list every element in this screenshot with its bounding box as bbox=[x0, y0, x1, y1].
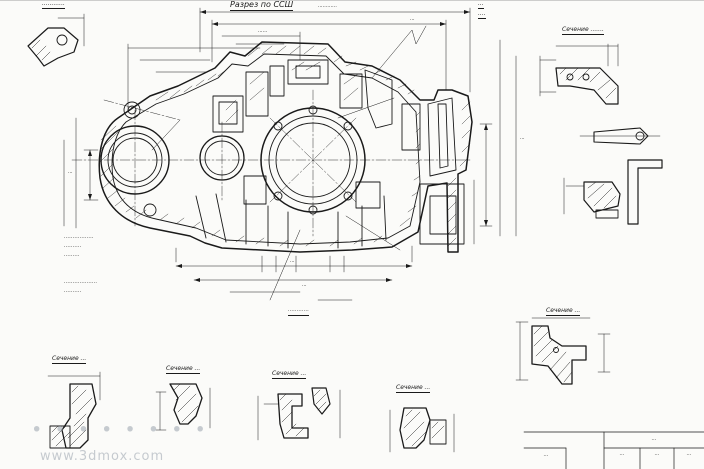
section-bottom-3-view bbox=[257, 387, 341, 441]
section-right-mid-label: Сечение ... bbox=[546, 307, 581, 316]
center-lines bbox=[71, 89, 471, 237]
main-section-title: Разрез по ССШ bbox=[230, 0, 294, 11]
section-hatching bbox=[99, 45, 471, 247]
dimension-lines bbox=[63, 7, 517, 301]
title-block bbox=[523, 431, 704, 469]
watermark-url: www.3dmox.com bbox=[40, 449, 165, 464]
section-bottom-1-view bbox=[47, 371, 101, 449]
section-right-top-label: Сечение ....... bbox=[562, 26, 604, 35]
section-bottom-3-label: Сечение ... bbox=[272, 370, 307, 379]
dimension-label: ... bbox=[410, 16, 415, 22]
dimension-label: ... bbox=[290, 258, 295, 264]
left-note-4: ................... bbox=[64, 279, 98, 285]
main-section-view bbox=[98, 41, 473, 253]
section-right-top-view bbox=[539, 43, 663, 225]
top-right-note-2: .... bbox=[478, 10, 486, 19]
section-bottom-1-label: Сечение ... bbox=[52, 355, 87, 364]
left-note-3: ......... bbox=[64, 252, 80, 258]
watermark-characters: ........ bbox=[30, 392, 217, 441]
left-note-1: ................. bbox=[64, 234, 94, 240]
dimension-label: ...... bbox=[258, 28, 268, 34]
dimension-label: ............ bbox=[318, 3, 338, 9]
section-top-left-label: ............ bbox=[42, 0, 65, 9]
bottom-callout-note: ............ bbox=[288, 307, 309, 316]
left-note-2: .......... bbox=[64, 243, 82, 249]
top-right-note: ... bbox=[478, 0, 484, 9]
section-bottom-4-label: Сечение ... bbox=[396, 384, 431, 393]
section-bottom-4-view bbox=[389, 407, 455, 453]
title-block-cell: ... bbox=[651, 436, 657, 442]
dimension-arrows bbox=[88, 10, 488, 282]
dimension-label: ... bbox=[302, 282, 307, 288]
title-block-cell: ... bbox=[619, 451, 625, 457]
title-block-sheet: ... bbox=[686, 451, 692, 457]
section-right-mid-view bbox=[515, 317, 611, 385]
dimension-label: ... bbox=[68, 169, 73, 175]
title-block-cell: ... bbox=[543, 452, 549, 458]
section-top-left-view bbox=[27, 13, 85, 67]
left-note-5: .......... bbox=[64, 288, 82, 294]
dimension-label: ... bbox=[520, 135, 525, 141]
section-bottom-2-label: Сечение ... bbox=[166, 365, 201, 374]
section-bottom-2-view bbox=[155, 383, 211, 431]
title-block-cell: ... bbox=[654, 451, 660, 457]
